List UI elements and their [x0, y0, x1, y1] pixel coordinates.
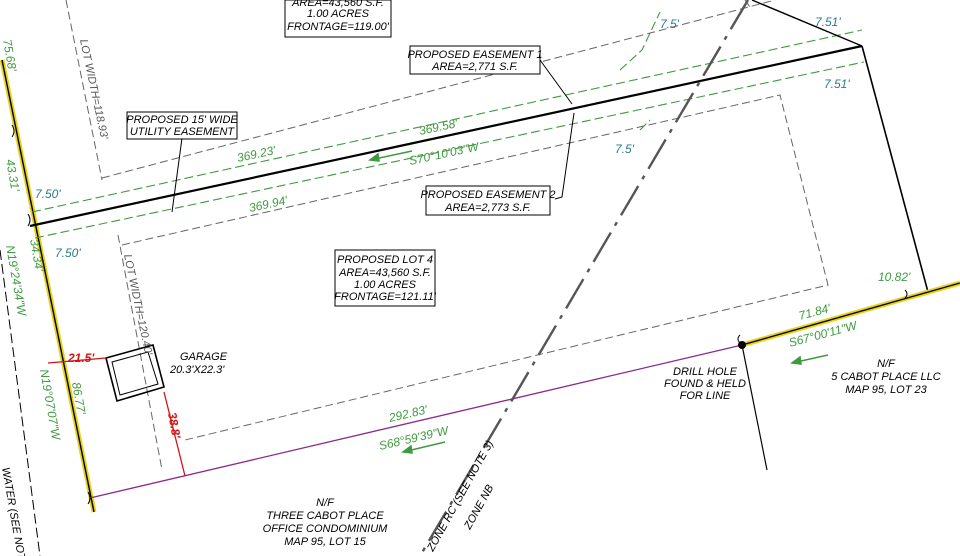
- dim-292-83: 292.83': [387, 402, 430, 425]
- west-frontage-line: [0, 59, 97, 556]
- direction-arrows: [368, 150, 829, 454]
- garage-size: 20.3'X22.3': [169, 364, 225, 376]
- dim-43-31: 43.31': [3, 158, 23, 193]
- garage-label: GARAGE: [180, 351, 228, 363]
- dim-34-34: 34.34': [27, 238, 47, 273]
- lot3-frontage: FRONTAGE=119.00': [287, 21, 390, 33]
- dim-7-5-top: 7.5': [660, 17, 680, 31]
- dim-7-51-top: 7.51': [815, 15, 841, 29]
- monument-marks: [11, 124, 908, 505]
- nf-bottom-line1: N/F: [316, 497, 335, 509]
- dim-7-51-bot: 7.51': [824, 77, 850, 91]
- utility-easement-line2: UTILITY EASEMENT: [130, 126, 236, 138]
- lot4-title: PROPOSED LOT 4: [337, 254, 433, 266]
- nf-bottom-line4: MAP 95, LOT 15: [284, 536, 366, 548]
- drill-hole-line3: FOR LINE: [680, 390, 731, 402]
- dim-75-68: 75.68': [0, 38, 20, 73]
- lot-width-upper: LOT WIDTH=118.93': [77, 38, 110, 141]
- easement-lines: [31, 11, 865, 239]
- drill-hole-line2: FOUND & HELD: [664, 378, 746, 390]
- utility-easement-line1: PROPOSED 15' WIDE: [126, 114, 238, 126]
- nf-right-line3: MAP 95, LOT 23: [845, 384, 927, 396]
- utility-line: [29, 44, 863, 228]
- lot3-block: AREA=43,560 S.F. 1.00 ACRES FRONTAGE=119…: [284, 0, 392, 38]
- nf-bottom-line2: THREE CABOT PLACE: [266, 510, 384, 522]
- nf-bottom-line3: OFFICE CONDOMINIUM: [263, 523, 388, 535]
- southeast-frontage-line: [741, 280, 960, 348]
- dim-21-5: 21.5': [67, 351, 95, 365]
- south-boundary-line: [89, 344, 743, 499]
- lot4-block: PROPOSED LOT 4 AREA=43,560 S.F. 1.00 ACR…: [334, 249, 437, 307]
- easement1-label: PROPOSED EASEMENT 1 AREA=2,771 S.F.: [407, 45, 543, 75]
- dim-10-82: 10.82': [878, 270, 911, 284]
- water-note: WATER (SEE NOTE: [0, 466, 29, 556]
- bearing-mid: S70°10'03"W: [408, 139, 482, 168]
- dim-7-50-top: 7.50': [35, 187, 61, 201]
- easement1-title: PROPOSED EASEMENT 1: [407, 49, 542, 61]
- garage-setback-dims: [47, 357, 186, 477]
- lot3-area: AREA=43,560 S.F.: [291, 0, 384, 9]
- bearing-w2: N19°07'07"W: [37, 368, 63, 442]
- dim-7-50-bot: 7.50': [55, 246, 81, 260]
- lot4-frontage: FRONTAGE=121.11': [334, 291, 437, 303]
- nf-right-line1: N/F: [877, 358, 896, 370]
- easement2-label: PROPOSED EASEMENT 2 AREA=2,773 S.F.: [420, 185, 556, 216]
- dim-38-8: 38.8': [165, 411, 184, 440]
- easement2-area: AREA=2,773 S.F.: [444, 202, 531, 214]
- garage-footprint: [105, 344, 165, 403]
- dim-369-23: 369.23': [236, 143, 278, 165]
- easement1-area: AREA=2,771 S.F.: [431, 61, 518, 73]
- easement2-title: PROPOSED EASEMENT 2: [420, 189, 555, 201]
- lot3-acres: 1.00 ACRES: [307, 8, 370, 20]
- nf-right-line2: 5 CABOT PLACE LLC: [831, 371, 940, 383]
- dim-86-77: 86.77': [69, 381, 89, 416]
- north-boundary-line: [751, 0, 863, 47]
- east-boundary-line: [861, 45, 929, 293]
- lot4-area: AREA=43,560 S.F.: [338, 267, 431, 279]
- leader-lines: [171, 59, 575, 213]
- lot-width-lines: [65, 0, 829, 471]
- dim-7-5-bot: 7.5': [615, 142, 635, 156]
- utility-easement-label: PROPOSED 15' WIDE UTILITY EASEMENT: [126, 111, 238, 140]
- drill-hole-line: [741, 344, 768, 471]
- drill-hole-line1: DRILL HOLE: [673, 366, 738, 378]
- lot4-acres: 1.00 ACRES: [354, 279, 417, 291]
